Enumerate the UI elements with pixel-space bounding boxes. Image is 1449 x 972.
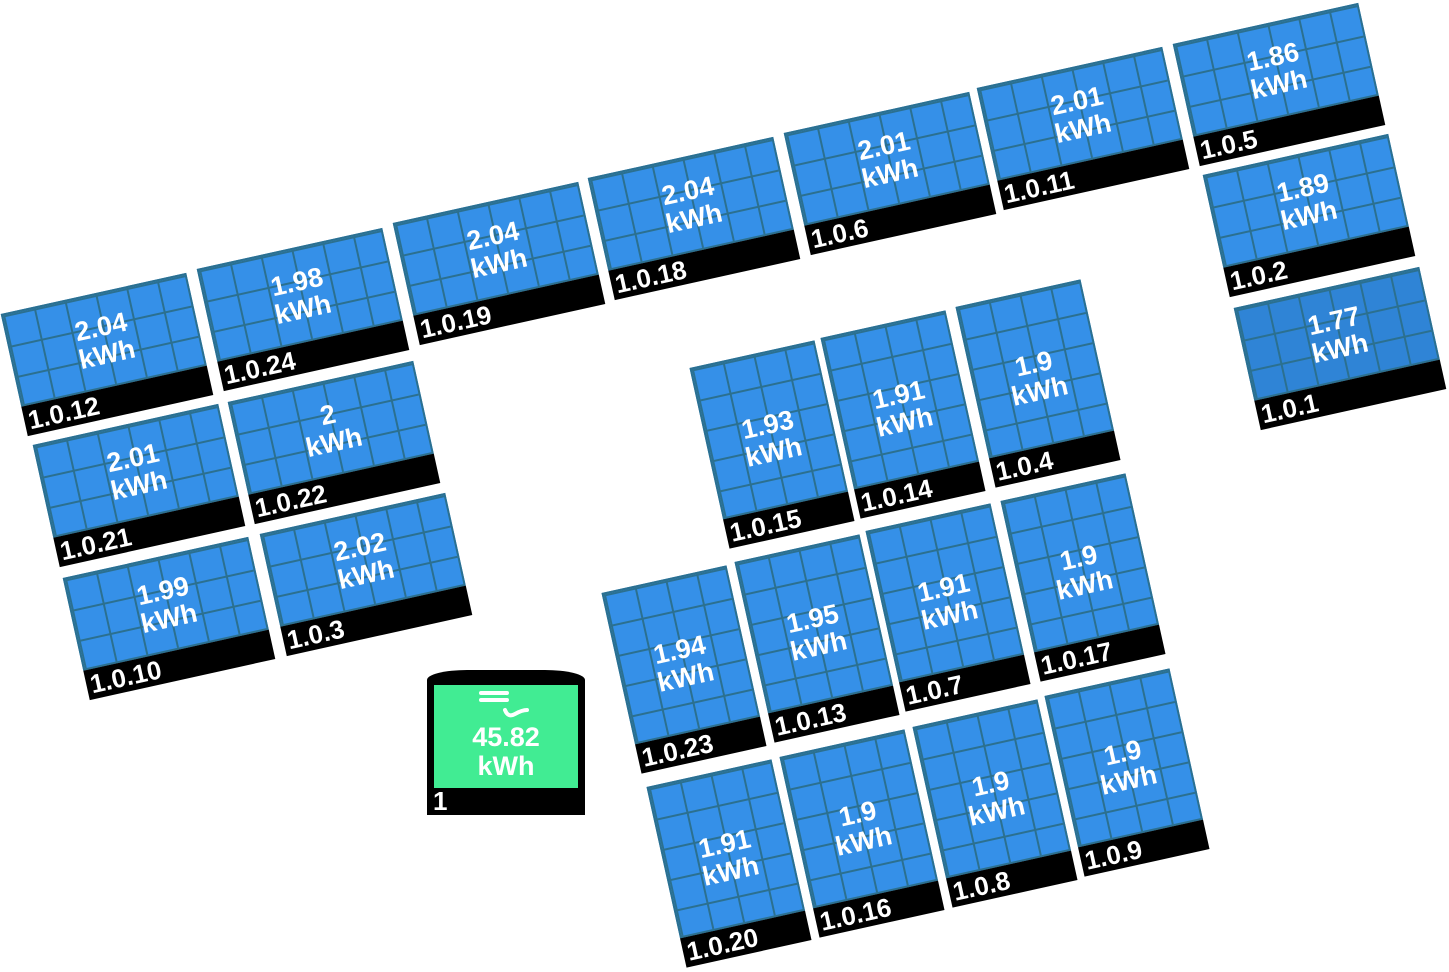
gateway-id: 1 [433, 786, 448, 816]
ac-power-icon [479, 691, 529, 718]
